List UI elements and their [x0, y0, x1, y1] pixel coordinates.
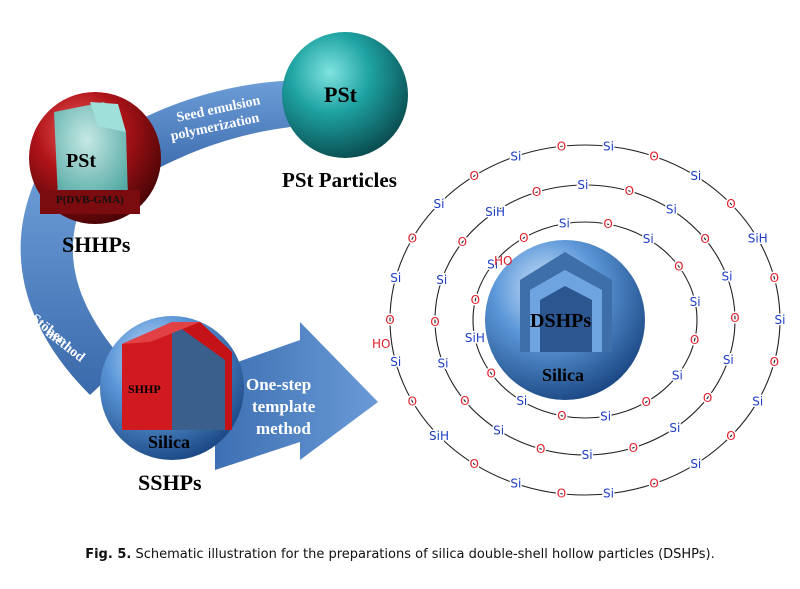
si-atom-label: Si: [775, 313, 786, 327]
o-atom-label: O: [770, 355, 779, 369]
process-band-lower: [20, 170, 125, 395]
figure-number: Fig. 5.: [85, 547, 132, 562]
si-atom-label: Si: [643, 232, 654, 246]
o-atom-label: O: [536, 442, 545, 456]
ho-group-label: HO: [494, 254, 512, 268]
si-atom-label: Si: [690, 169, 701, 183]
si-atom-label: Si: [722, 270, 733, 284]
shhp-particle: [29, 92, 161, 224]
o-atom-label: O: [471, 293, 480, 307]
si-atom-label: Si: [666, 203, 677, 217]
si-atom-label: Si: [436, 273, 447, 287]
o-atom-label: O: [649, 149, 658, 163]
si-atom-label: Si: [559, 217, 570, 231]
si-atom-label: Si: [600, 409, 611, 423]
o-atom-label: O: [730, 311, 739, 325]
si-atom-label: SiH: [429, 429, 449, 443]
o-atom-label: O: [385, 313, 394, 327]
figure-caption-text: Schematic illustration for the preparati…: [135, 547, 715, 562]
si-atom-label: Si: [510, 477, 521, 491]
o-atom-label: O: [629, 441, 638, 455]
si-atom-label: Si: [390, 271, 401, 285]
sshp-particle: [100, 316, 244, 460]
o-atom-label: O: [469, 169, 478, 183]
o-atom-label: O: [700, 232, 709, 246]
si-atom-label: SiH: [485, 205, 505, 219]
o-atom-label: O: [557, 139, 566, 153]
shhps-label: SHHPs: [62, 232, 131, 257]
pst-particles-label: PSt Particles: [282, 168, 397, 192]
sshps-label: SSHPs: [138, 470, 202, 495]
si-atom-label: SiH: [748, 232, 768, 246]
o-atom-label: O: [458, 235, 467, 249]
dshp-particle: [485, 240, 645, 400]
o-atom-label: O: [603, 217, 612, 231]
pst-label: PSt: [324, 82, 357, 107]
template-label: template: [252, 397, 316, 416]
one-step-label: One-step: [246, 375, 312, 394]
ho-group-label: HO: [372, 337, 390, 351]
sshp-core-label: SHHP: [128, 382, 161, 396]
pst-particle: [282, 32, 408, 158]
o-atom-label: O: [690, 333, 699, 347]
o-atom-label: O: [557, 409, 566, 423]
si-atom-label: Si: [516, 394, 527, 408]
si-atom-label: Si: [690, 457, 701, 471]
si-atom-label: Si: [493, 423, 504, 437]
si-atom-label: Si: [690, 295, 701, 309]
one-step-arrow: [215, 322, 378, 470]
siloxane-network: [389, 144, 781, 496]
si-atom-label: Si: [434, 197, 445, 211]
o-atom-label: O: [460, 394, 469, 408]
si-atom-label: Si: [510, 149, 521, 163]
o-atom-label: O: [703, 391, 712, 405]
o-atom-label: O: [408, 394, 417, 408]
o-atom-label: O: [674, 259, 683, 273]
si-atom-label: Si: [752, 394, 763, 408]
o-atom-label: O: [469, 457, 478, 471]
si-atom-label: Si: [669, 421, 680, 435]
o-atom-label: O: [726, 429, 735, 443]
si-atom-label: Si: [723, 353, 734, 367]
dshp-core-label: DSHPs: [530, 310, 592, 332]
o-atom-label: O: [770, 271, 779, 285]
template-method-label: method: [256, 419, 311, 438]
o-atom-label: O: [519, 231, 528, 245]
si-atom-label: Si: [603, 139, 614, 153]
si-atom-label: SiH: [465, 331, 485, 345]
si-atom-label: Si: [390, 355, 401, 369]
o-atom-label: O: [726, 197, 735, 211]
o-atom-label: O: [641, 395, 650, 409]
o-atom-label: O: [649, 477, 658, 491]
o-atom-label: O: [532, 185, 541, 199]
si-atom-label: Si: [603, 487, 614, 501]
si-atom-label: Si: [672, 368, 683, 382]
shhp-shell-label: P(DVB-GMA): [56, 194, 124, 206]
shhp-core-label: PSt: [66, 150, 96, 172]
si-atom-label: Si: [577, 178, 588, 192]
o-atom-label: O: [430, 315, 439, 329]
o-atom-label: O: [557, 487, 566, 501]
si-atom-label: Si: [487, 258, 498, 272]
si-atom-label: Si: [582, 448, 593, 462]
o-atom-label: O: [625, 184, 634, 198]
o-atom-label: O: [486, 367, 495, 381]
o-atom-label: O: [408, 232, 417, 246]
si-atom-label: Si: [438, 357, 449, 371]
dshp-silica-label: Silica: [542, 365, 585, 385]
sshp-silica-label: Silica: [148, 432, 191, 452]
process-band: [120, 80, 300, 178]
figure-caption: Fig. 5. Schematic illustration for the p…: [0, 547, 800, 562]
